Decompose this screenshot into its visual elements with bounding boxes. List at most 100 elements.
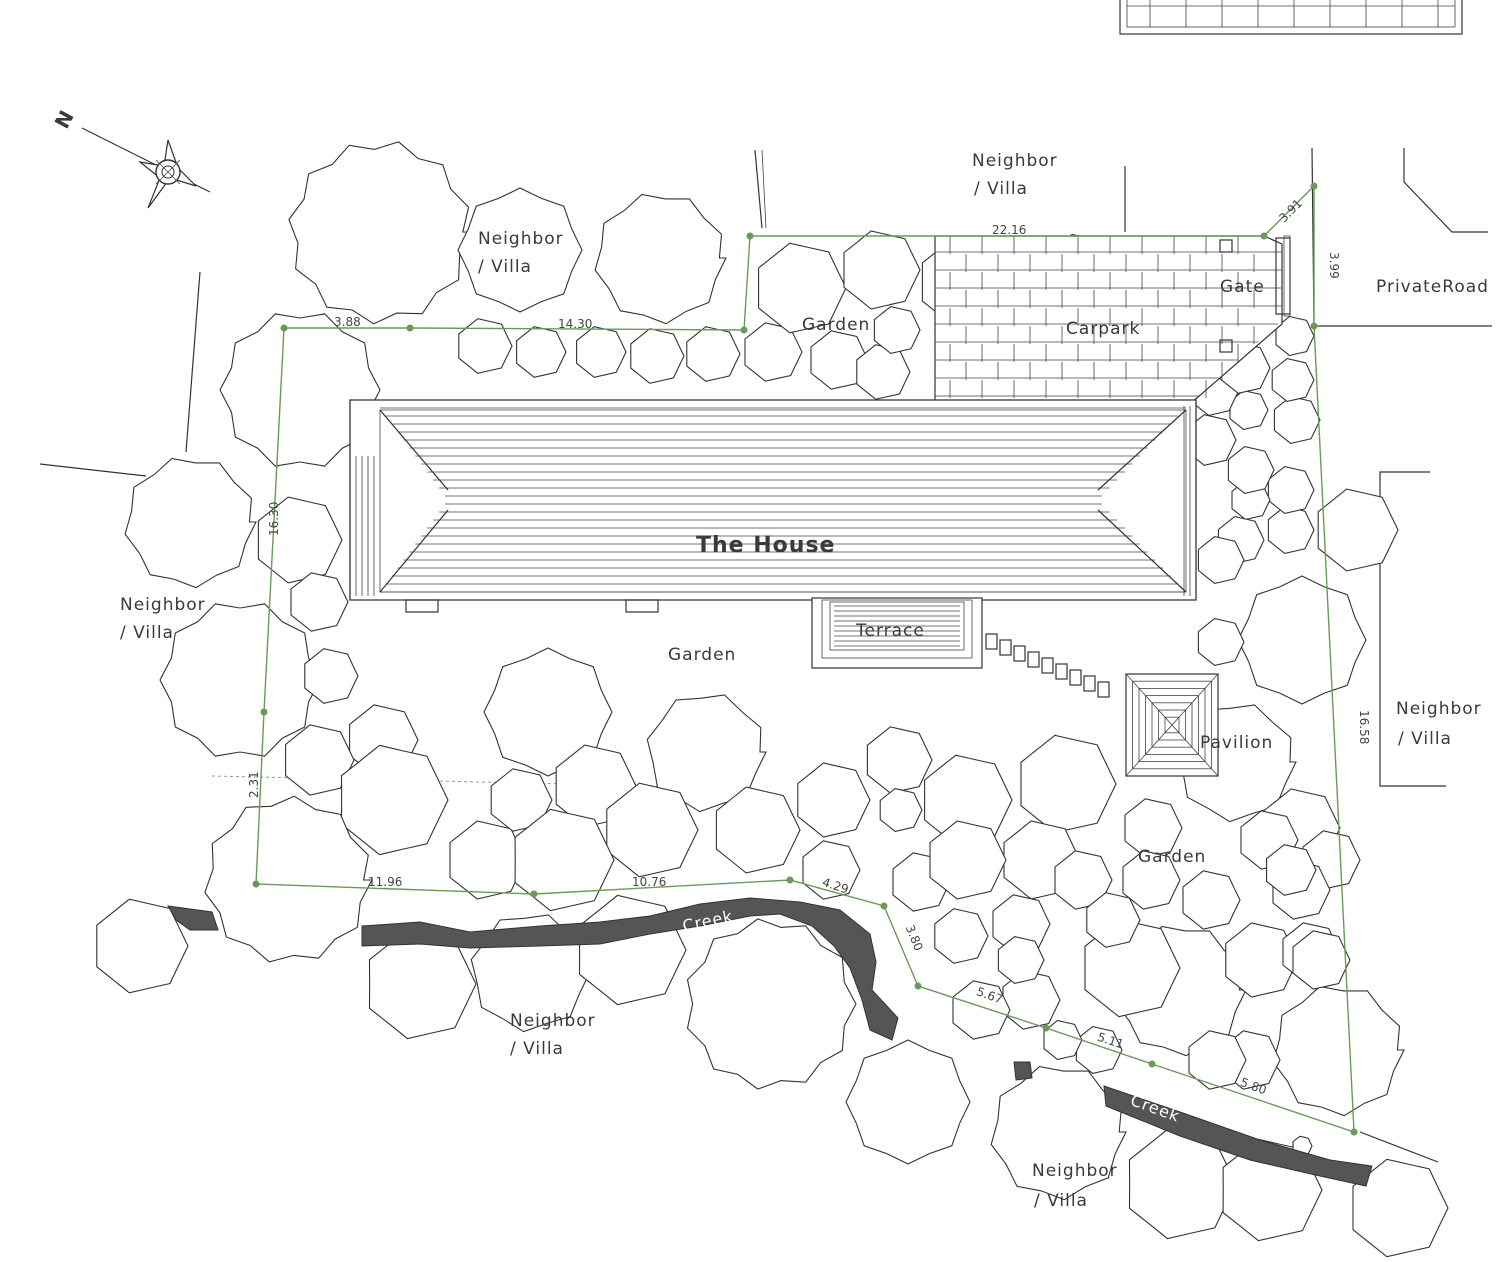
tree bbox=[1188, 1030, 1247, 1090]
pavilion bbox=[1125, 673, 1219, 777]
tree bbox=[204, 795, 373, 963]
dim-label: 3.91 bbox=[1276, 196, 1305, 225]
neighbor-label: Neighbor bbox=[510, 1011, 596, 1031]
dim-label: 10.76 bbox=[632, 875, 666, 889]
tree bbox=[934, 908, 989, 964]
tree bbox=[1020, 734, 1117, 834]
tree bbox=[758, 242, 847, 334]
tree bbox=[845, 1039, 971, 1165]
neighbor-label: Neighbor bbox=[478, 229, 564, 249]
tree bbox=[285, 724, 355, 796]
tree bbox=[1182, 870, 1241, 930]
tree bbox=[304, 648, 359, 704]
tree bbox=[929, 820, 1007, 900]
tree bbox=[997, 936, 1045, 984]
neighbor-label: Neighbor bbox=[120, 595, 206, 615]
site-boundary bbox=[252, 182, 1358, 1136]
dim-label: 22.16 bbox=[992, 223, 1026, 237]
dim-label: 2.31 bbox=[247, 771, 261, 798]
stepping-stone bbox=[985, 633, 998, 650]
tree bbox=[1124, 798, 1183, 858]
tree bbox=[686, 326, 741, 382]
tree bbox=[686, 918, 857, 1090]
tree bbox=[1271, 358, 1315, 402]
terrace-label: Terrace bbox=[855, 621, 925, 641]
tree bbox=[879, 788, 923, 832]
tree bbox=[866, 726, 933, 794]
tree bbox=[606, 782, 699, 878]
tree bbox=[630, 328, 685, 384]
gate-label: Gate bbox=[1220, 277, 1265, 297]
tree bbox=[1122, 850, 1181, 910]
stepping-stone bbox=[1055, 663, 1068, 680]
neighbor-label: Neighbor bbox=[1032, 1161, 1118, 1181]
tree bbox=[873, 306, 921, 354]
carpark-label: Carpark bbox=[1066, 319, 1140, 339]
tree bbox=[576, 326, 627, 378]
neighbor-label-sub: / Villa bbox=[1398, 729, 1452, 749]
tree bbox=[1275, 315, 1315, 357]
neighbor-label-sub: / Villa bbox=[478, 257, 532, 277]
tree bbox=[449, 820, 527, 900]
carpark-paving bbox=[934, 235, 1291, 405]
pavilion-label: Pavilion bbox=[1200, 733, 1273, 753]
stepping-stone bbox=[1083, 675, 1096, 692]
stepping-stone bbox=[1013, 645, 1026, 662]
neighbor-label-sub: / Villa bbox=[510, 1039, 564, 1059]
dim-label: 16.58 bbox=[1357, 710, 1371, 744]
neighbor-label-sub: / Villa bbox=[974, 179, 1028, 199]
stepping-stone bbox=[1069, 669, 1082, 686]
north-arrow-icon: N bbox=[50, 106, 211, 209]
house-label: The House bbox=[696, 533, 835, 558]
tree bbox=[288, 141, 473, 325]
tree bbox=[1273, 396, 1321, 444]
tree bbox=[516, 326, 567, 378]
tree bbox=[1237, 575, 1367, 705]
stepping-stone bbox=[1097, 681, 1110, 698]
tree bbox=[1197, 618, 1245, 666]
tree bbox=[1267, 466, 1315, 514]
private-road-label: PrivateRoad bbox=[1376, 277, 1489, 297]
creek: Creek Creek bbox=[167, 897, 1373, 1187]
dim-label: 16.30 bbox=[267, 502, 281, 536]
tree bbox=[1352, 1158, 1449, 1258]
tree bbox=[1267, 506, 1315, 554]
tree bbox=[514, 808, 615, 912]
tree bbox=[594, 193, 727, 325]
tree bbox=[124, 457, 257, 589]
garden-label-mid: Garden bbox=[668, 645, 736, 665]
neighbor-label-sub: / Villa bbox=[1034, 1191, 1088, 1211]
tree bbox=[290, 572, 349, 632]
tree bbox=[1317, 488, 1399, 572]
garden-label-right: Garden bbox=[1138, 847, 1206, 867]
tree bbox=[340, 744, 449, 856]
tree bbox=[458, 318, 513, 374]
tree bbox=[843, 230, 921, 310]
north-label: N bbox=[50, 106, 79, 132]
garden-label-top: Garden bbox=[802, 315, 870, 335]
tree bbox=[715, 786, 801, 874]
terrace bbox=[811, 597, 983, 669]
tree bbox=[1227, 446, 1275, 494]
house-roof bbox=[349, 399, 1197, 613]
dim-label: 11.96 bbox=[368, 875, 402, 889]
tree bbox=[1292, 930, 1351, 990]
dim-label: 14.30 bbox=[558, 317, 592, 331]
dim-label: 3.99 bbox=[1327, 252, 1341, 279]
dim-label: 3.80 bbox=[903, 923, 926, 953]
stepping-stone bbox=[1041, 657, 1054, 674]
stepping-stone bbox=[1027, 651, 1040, 668]
tree bbox=[856, 344, 911, 400]
neighbor-label: Neighbor bbox=[1396, 699, 1482, 719]
tree bbox=[990, 1066, 1127, 1201]
dim-label: 3.88 bbox=[334, 315, 361, 329]
tree bbox=[1086, 892, 1141, 948]
scale-bar bbox=[1119, 0, 1463, 35]
labels: The House Terrace Carpark Gate Pavilion … bbox=[120, 151, 1489, 1211]
stepping-stones bbox=[985, 633, 1110, 698]
tree bbox=[797, 762, 871, 838]
tree bbox=[159, 603, 321, 757]
tree bbox=[952, 980, 1011, 1040]
tree bbox=[457, 187, 583, 313]
